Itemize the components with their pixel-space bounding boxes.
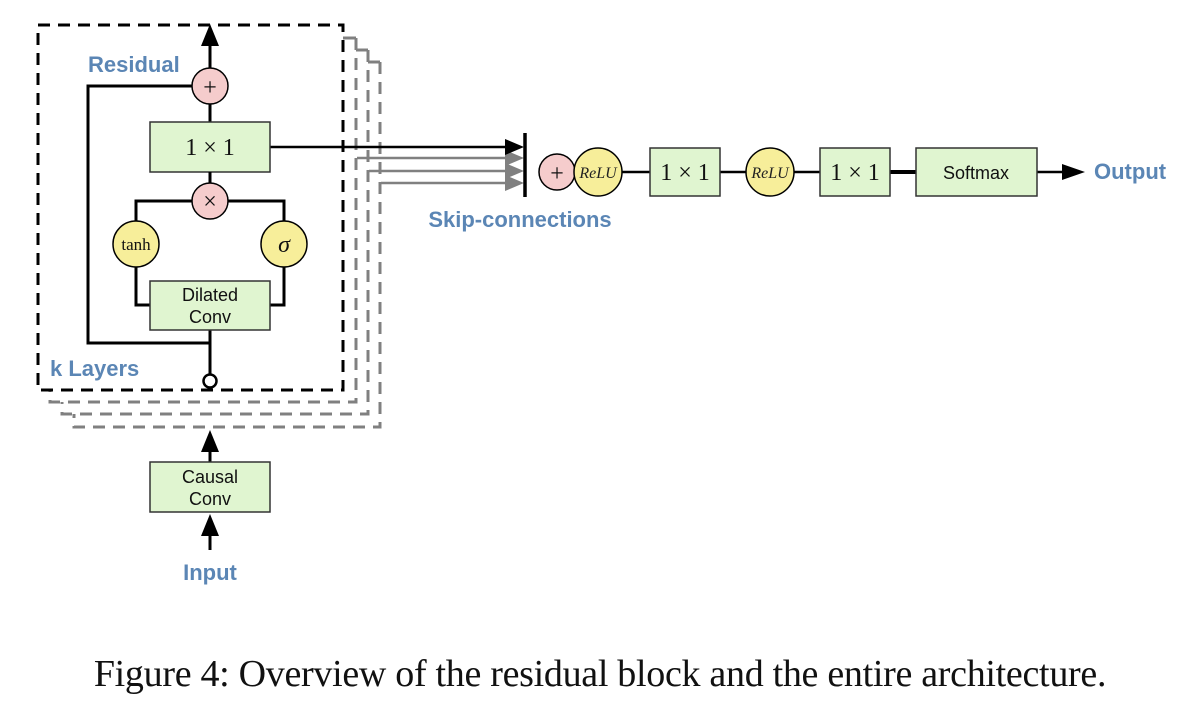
gate-multiply-node: × — [191, 182, 229, 220]
dilated-conv-box: Dilated Conv — [149, 280, 271, 331]
output-label: Output — [1094, 159, 1167, 184]
skip-arrows — [270, 133, 527, 197]
tanh-label: tanh — [121, 235, 151, 254]
residual-add-node: + — [191, 67, 229, 105]
tanh-activation-node: tanh — [112, 220, 160, 268]
figure-caption: Figure 4: Overview of the residual block… — [93, 653, 1107, 695]
relu2-node: ReLU — [745, 147, 795, 197]
skip-add-node: + — [538, 153, 576, 191]
residual-conv1x1-box: 1 × 1 — [149, 121, 271, 173]
multiply-symbol: × — [203, 189, 217, 215]
stack-layer-2 — [60, 50, 370, 416]
causal-conv-box: Causal Conv — [149, 461, 271, 513]
skip-arrowhead — [505, 163, 524, 179]
stack-layer-1 — [48, 38, 358, 404]
residual-block-frame — [36, 23, 345, 392]
dilated-conv-label-line2: Conv — [189, 307, 231, 327]
input-junction-node — [202, 373, 218, 389]
output-stage: Skip-connections + ReLU 1 × 1 ReLU 1 × 1 — [428, 147, 1167, 232]
stack-layer-3 — [72, 62, 382, 429]
add-symbol: + — [203, 75, 217, 101]
input-stage: Causal Conv Input — [149, 430, 271, 585]
output-conv2-label: 1 × 1 — [830, 160, 880, 186]
stacked-layers — [48, 36, 382, 429]
softmax-box: Softmax — [915, 147, 1038, 197]
relu1-label: ReLU — [578, 165, 618, 182]
output-conv1x1-box-1: 1 × 1 — [649, 147, 721, 197]
residual-bypass-line — [86, 84, 210, 345]
sigmoid-activation-node: σ — [260, 220, 308, 268]
causal-conv-label-line2: Conv — [189, 489, 231, 509]
softmax-label: Softmax — [943, 163, 1009, 183]
output-arrowhead — [1062, 164, 1085, 180]
residual-label: Residual — [88, 52, 180, 77]
output-conv1-label: 1 × 1 — [660, 160, 710, 186]
relu2-label: ReLU — [750, 165, 790, 182]
input-label: Input — [183, 560, 237, 585]
k-layers-label: k Layers — [50, 356, 139, 381]
causal-to-block-arrowhead — [201, 430, 219, 452]
relu1-node: ReLU — [573, 147, 623, 197]
conv1x1-label: 1 × 1 — [185, 135, 235, 161]
residual-block: + 1 × 1 × tanh σ Dilated Conv — [50, 24, 308, 389]
skip-arrowhead — [505, 150, 524, 166]
causal-conv-label-line1: Causal — [182, 467, 238, 487]
input-arrowhead — [201, 514, 219, 536]
output-conv1x1-box-2: 1 × 1 — [819, 147, 891, 197]
sigma-label: σ — [278, 232, 291, 258]
skip-connections-label: Skip-connections — [428, 207, 611, 232]
dilated-conv-label-line1: Dilated — [182, 285, 238, 305]
skip-arrowhead — [505, 139, 524, 155]
skip-arrowhead — [505, 175, 524, 191]
residual-output-arrowhead — [201, 24, 219, 46]
skip-add-symbol: + — [550, 161, 564, 187]
